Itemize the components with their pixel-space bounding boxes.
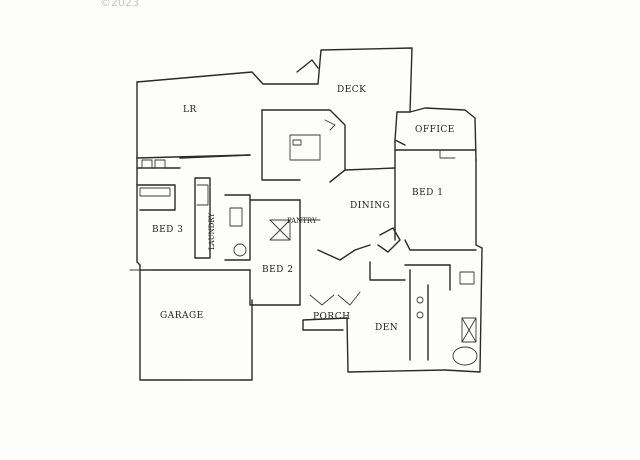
room-label-garage: GARAGE bbox=[160, 311, 204, 321]
room-labels: LR DECK OFFICE BED 1 DINING BED 3 LAUNDR… bbox=[152, 85, 455, 333]
copyright-watermark: ©2023 bbox=[100, 0, 139, 9]
room-label-lr: LR bbox=[183, 105, 197, 115]
room-label-pantry: PANTRY bbox=[287, 217, 317, 225]
room-label-porch: PORCH bbox=[313, 312, 350, 322]
room-label-bed2: BED 2 bbox=[262, 265, 294, 275]
outer-walls bbox=[136, 47, 483, 381]
interior-walls bbox=[129, 109, 478, 381]
room-label-bed1: BED 1 bbox=[412, 188, 444, 198]
room-label-deck: DECK bbox=[337, 85, 366, 95]
room-label-bed3: BED 3 bbox=[152, 225, 184, 235]
room-label-office: OFFICE bbox=[415, 125, 455, 135]
room-label-laundry: LAUNDRY bbox=[208, 213, 216, 250]
room-label-dining: DINING bbox=[350, 201, 390, 211]
room-label-den: DEN bbox=[375, 323, 398, 333]
